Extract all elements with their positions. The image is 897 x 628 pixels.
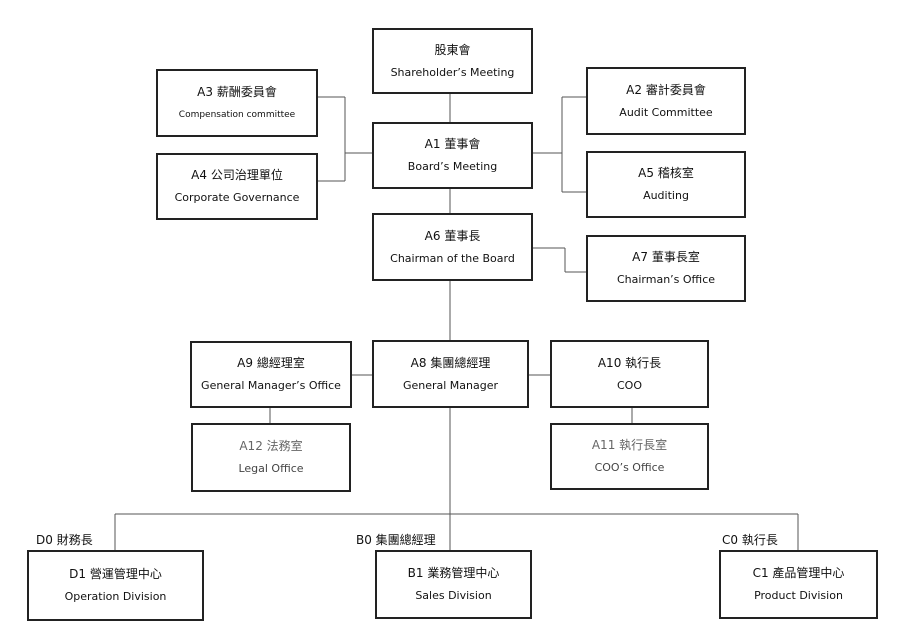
node-zh-label: A2 審計委員會 xyxy=(626,82,706,97)
node-en-label: Compensation committee xyxy=(178,109,296,120)
node-zh-label: A6 董事長 xyxy=(424,228,481,243)
node-zh-label: A7 董事長室 xyxy=(632,250,700,264)
node-en-label: Board’s Meeting xyxy=(407,160,498,173)
node-a7-chairmans-office: A7 董事長室 Chairman’s Office xyxy=(586,235,746,302)
node-en-label: Chairman of the Board xyxy=(390,251,515,265)
node-zh-label: A10 執行長 xyxy=(597,355,662,370)
node-a11-coos-office: A11 執行長室 COO’s Office xyxy=(550,423,709,490)
node-d1-operation-division: D1 營運管理中心 Operation Division xyxy=(27,550,204,621)
node-a10-coo: A10 執行長 COO xyxy=(550,340,709,408)
branch-label-d0: D0 財務長 xyxy=(36,533,93,547)
node-en-label: Legal Office xyxy=(238,462,304,475)
node-en-label: Corporate Governance xyxy=(174,191,300,204)
branch-label-b0: B0 集團總經理 xyxy=(356,533,436,547)
node-a1-board-meeting: A1 董事會 Board’s Meeting xyxy=(372,122,533,189)
node-zh-label: A9 總經理室 xyxy=(237,356,305,370)
branch-label-c0: C0 執行長 xyxy=(722,533,778,547)
node-a2-audit-committee: A2 審計委員會 Audit Committee xyxy=(586,67,746,135)
node-a3-compensation-committee: A3 薪酬委員會 Compensation committee xyxy=(156,69,318,137)
node-zh-label: A12 法務室 xyxy=(239,439,303,453)
node-zh-label: A11 執行長室 xyxy=(591,438,668,452)
node-c1-product-division: C1 產品管理中心 Product Division xyxy=(719,550,878,619)
node-en-label: Auditing xyxy=(643,189,689,202)
node-en-label: Sales Division xyxy=(415,589,492,602)
node-zh-label: A4 公司治理單位 xyxy=(191,168,283,182)
node-zh-label: C1 產品管理中心 xyxy=(752,566,845,580)
node-a6-chairman: A6 董事長 Chairman of the Board xyxy=(372,213,533,281)
node-zh-label: A5 稽核室 xyxy=(638,166,694,180)
node-en-label: Chairman’s Office xyxy=(616,273,716,286)
node-zh-label: 股東會 xyxy=(434,42,471,57)
node-en-label: Audit Committee xyxy=(619,105,713,119)
node-en-label: Operation Division xyxy=(64,590,167,603)
node-zh-label: A8 集團總經理 xyxy=(410,355,491,370)
node-en-label: COO xyxy=(617,378,642,392)
node-a8-general-manager: A8 集團總經理 General Manager xyxy=(372,340,529,408)
node-en-label: COO’s Office xyxy=(594,461,665,474)
node-a4-corporate-governance: A4 公司治理單位 Corporate Governance xyxy=(156,153,318,220)
node-en-label: Product Division xyxy=(754,589,843,602)
node-shareholders-meeting: 股東會 Shareholder’s Meeting xyxy=(372,28,533,94)
node-a12-legal-office: A12 法務室 Legal Office xyxy=(191,423,351,492)
node-b1-sales-division: B1 業務管理中心 Sales Division xyxy=(375,550,532,619)
node-a9-general-managers-office: A9 總經理室 General Manager’s Office xyxy=(190,341,352,408)
node-zh-label: A3 薪酬委員會 xyxy=(197,84,277,99)
node-en-label: General Manager xyxy=(402,378,499,392)
node-zh-label: D1 營運管理中心 xyxy=(69,567,162,581)
node-zh-label: A1 董事會 xyxy=(424,137,481,151)
node-a5-auditing: A5 稽核室 Auditing xyxy=(586,151,746,218)
node-en-label: Shareholder’s Meeting xyxy=(390,65,515,79)
node-en-label: General Manager’s Office xyxy=(201,379,341,392)
node-zh-label: B1 業務管理中心 xyxy=(407,566,500,580)
